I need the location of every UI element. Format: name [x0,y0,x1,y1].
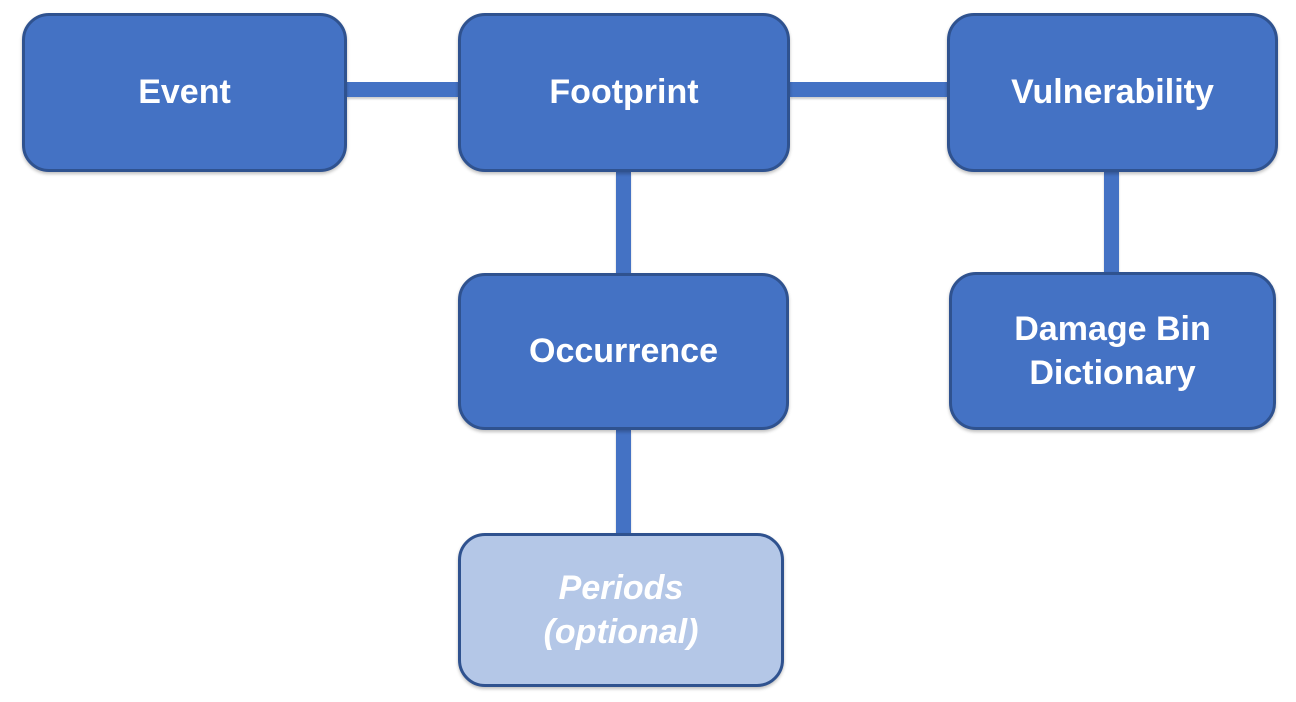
connector-occurrence-periods [616,430,631,533]
connector-event-footprint [347,82,458,97]
node-damage-bin-dictionary: Damage Bin Dictionary [949,272,1276,430]
connector-vulnerability-damage-bin-dictionary [1104,172,1119,272]
node-periods-optional: Periods (optional) [458,533,784,687]
node-footprint: Footprint [458,13,790,172]
node-vulnerability: Vulnerability [947,13,1278,172]
node-event: Event [22,13,347,172]
connector-footprint-occurrence [616,172,631,273]
node-occurrence: Occurrence [458,273,789,430]
connector-footprint-vulnerability [790,82,947,97]
